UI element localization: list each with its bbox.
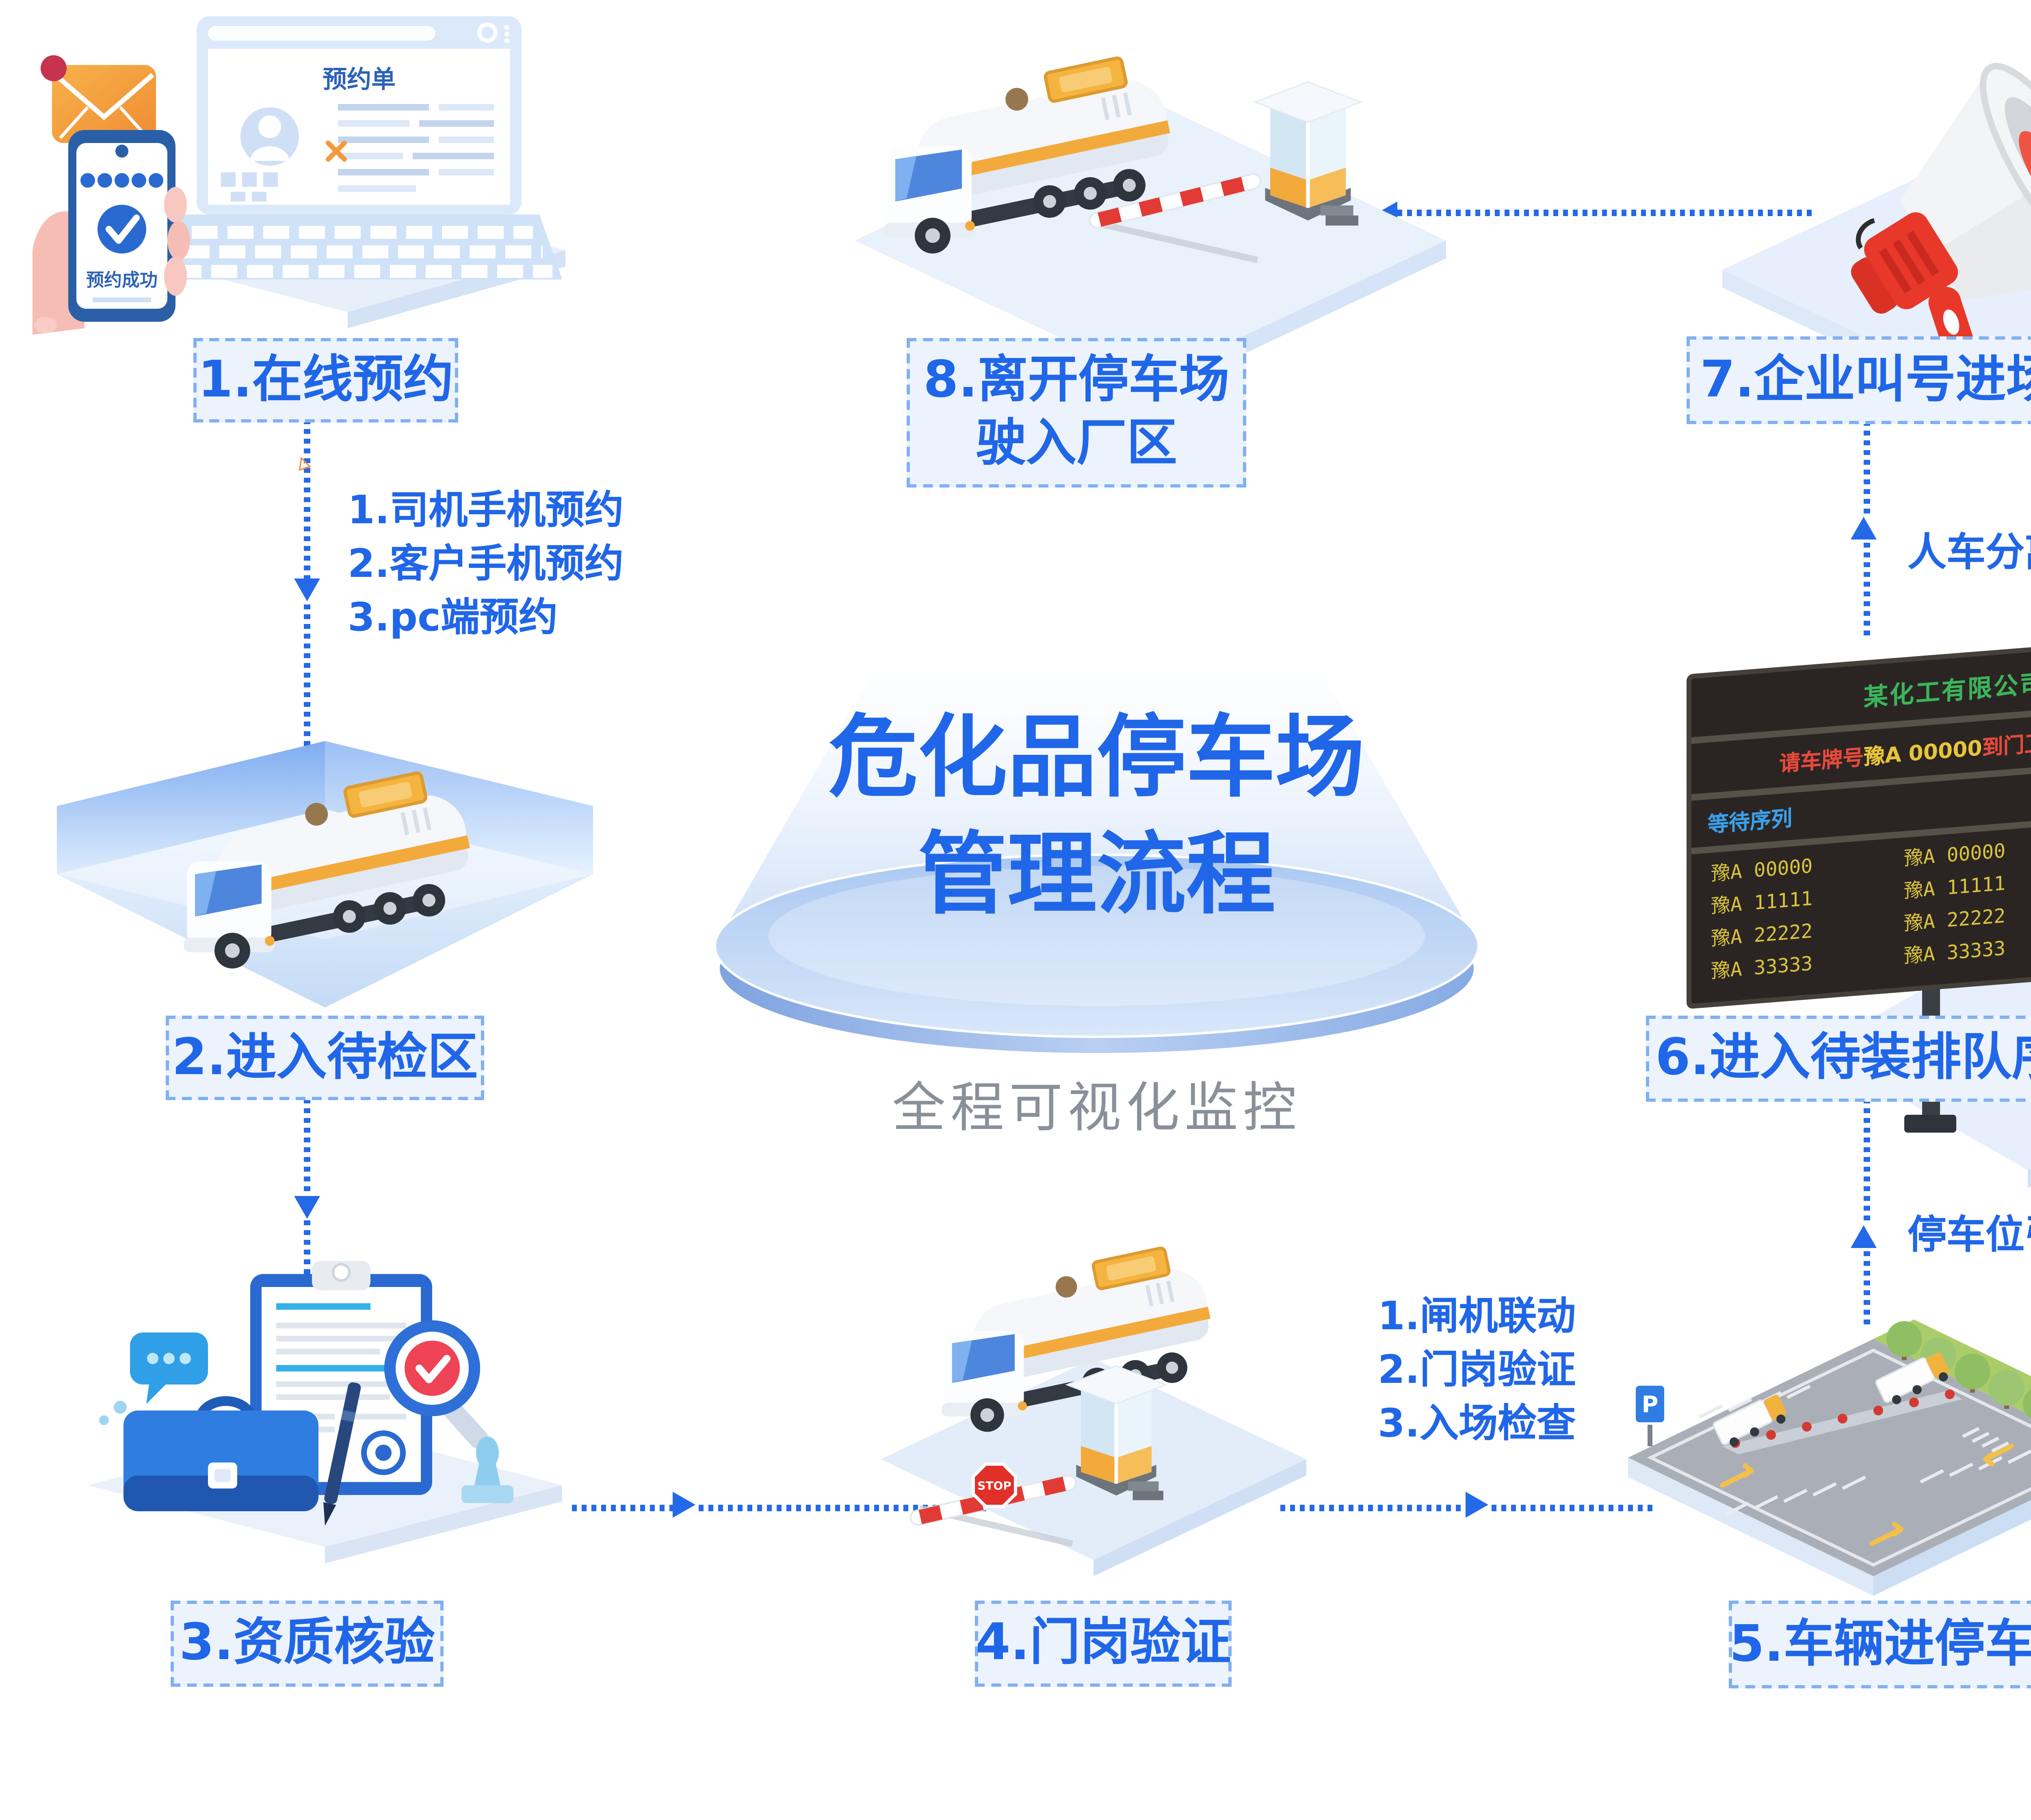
booking-form-title: 预约单	[323, 65, 396, 94]
queue-column: 豫A 00000 豫A 11111 豫A 22222 豫A 33333	[1903, 839, 2006, 968]
disc-highlight	[769, 866, 1425, 1006]
step-label-4: 4.门岗验证	[975, 1601, 1232, 1687]
connector-4-5-line2	[1492, 1505, 1654, 1511]
barrier-arm	[1089, 173, 1262, 229]
parking-sign-letter: P	[1641, 1391, 1658, 1418]
connector-6-7-line	[1864, 421, 1870, 517]
briefcase	[123, 1396, 318, 1511]
magnifier-check-icon	[384, 1320, 488, 1449]
main-title-line1: 危化品停车场	[828, 705, 1365, 809]
deco-cross-icon	[326, 141, 347, 162]
connector-5-6-line	[1864, 1098, 1870, 1225]
arrowhead-right-icon	[1466, 1492, 1488, 1518]
step-label-1: 1.在线预约	[193, 338, 458, 422]
edge-label-booking-methods: 1.司机手机预约 2.客户手机预约 3.pc端预约	[348, 488, 624, 640]
pen	[323, 1382, 361, 1526]
queue-column: 豫A 00000 豫A 11111 豫A 22222 豫A 33333	[1711, 854, 1813, 983]
step-label-3: 3.资质核验	[171, 1601, 444, 1687]
connector-4-5-line	[1280, 1505, 1466, 1511]
led-board: 某化工有限公司 请车牌号豫A 00000到门卫刷卡进厂 等待序列 豫A 0000…	[1687, 632, 2031, 1009]
gate-verification-illustration: STOP	[881, 1245, 1306, 1576]
step-label-2: 2.进入待检区	[166, 1016, 484, 1100]
checkmark-icon	[97, 205, 146, 254]
connector-1-2-line	[304, 419, 310, 578]
password-dots	[80, 173, 163, 188]
box-truck	[1713, 1395, 1786, 1447]
arrowhead-down-icon	[294, 578, 320, 601]
notification-dot	[41, 55, 67, 81]
back-wall-left	[57, 741, 325, 874]
laptop: 预约单	[149, 16, 562, 280]
step-label-5: 5.车辆进停车场	[1729, 1601, 2031, 1688]
connector-7-8-line	[1397, 210, 1817, 216]
connector-1-2-line2	[304, 604, 310, 764]
step-label-8: 8.离开停车场 驶入厂区	[907, 338, 1246, 488]
stop-sign-text: STOP	[977, 1479, 1011, 1492]
connector-5-6-line2	[1864, 1251, 1870, 1329]
search-icon	[477, 22, 498, 43]
step-label-6: 6.进入待装排队序列	[1646, 1016, 2031, 1102]
edge-label-separation-wait: 人车分离等待	[1908, 530, 2031, 575]
megaphone-icon	[1851, 63, 2031, 370]
smartphone-in-hand: 预约成功	[32, 130, 190, 335]
envelope-icon	[41, 55, 156, 143]
phone-status-text: 预约成功	[86, 270, 158, 290]
chat-bubble-icon	[99, 1332, 208, 1425]
step-label-7: 7.企业叫号进场	[1687, 336, 2031, 424]
back-wall-right	[325, 741, 593, 874]
edge-label-parking-guidance: 停车位引导	[1908, 1212, 2031, 1258]
stamp-icon	[461, 1436, 513, 1503]
parking-sign: P	[1633, 1383, 1667, 1446]
arrowhead-up-icon	[1851, 1225, 1877, 1248]
led-notice-plate: 豫A 00000	[1864, 737, 1982, 771]
parking-lot-illustration: P	[1628, 1320, 2031, 1596]
connector-3-4-line	[572, 1505, 673, 1511]
lane-arrows	[1720, 1444, 2014, 1546]
center-spotlight	[715, 670, 1479, 1053]
arrowhead-right-icon	[673, 1492, 695, 1518]
disc-top	[715, 854, 1479, 1038]
connector-6-7-line2	[1864, 543, 1870, 637]
subtitle: 全程可视化监控	[892, 1076, 1301, 1139]
stop-sign: STOP	[972, 1462, 1017, 1508]
led-notice-prefix: 请车牌号	[1779, 746, 1864, 778]
led-board-illustration: 某化工有限公司 请车牌号豫A 00000到门卫刷卡进厂 等待序列 豫A 0000…	[1670, 632, 2031, 1219]
edge-label-entry-checks: 1.闸机联动 2.门岗验证 3.入场检查	[1378, 1294, 1576, 1446]
arrowhead-down-icon	[294, 1196, 320, 1219]
main-title-line2: 管理流程	[918, 822, 1275, 926]
arrowhead-up-icon	[1851, 517, 1877, 540]
online-booking-illustration: 预约单	[32, 16, 565, 335]
waiting-area-illustration	[57, 741, 593, 1008]
qualification-check-illustration	[88, 1261, 562, 1563]
box-truck	[1875, 1352, 1949, 1404]
connector-2-3-line	[304, 1098, 310, 1196]
led-notice-suffix: 到门卫刷卡进厂	[1982, 726, 2031, 762]
